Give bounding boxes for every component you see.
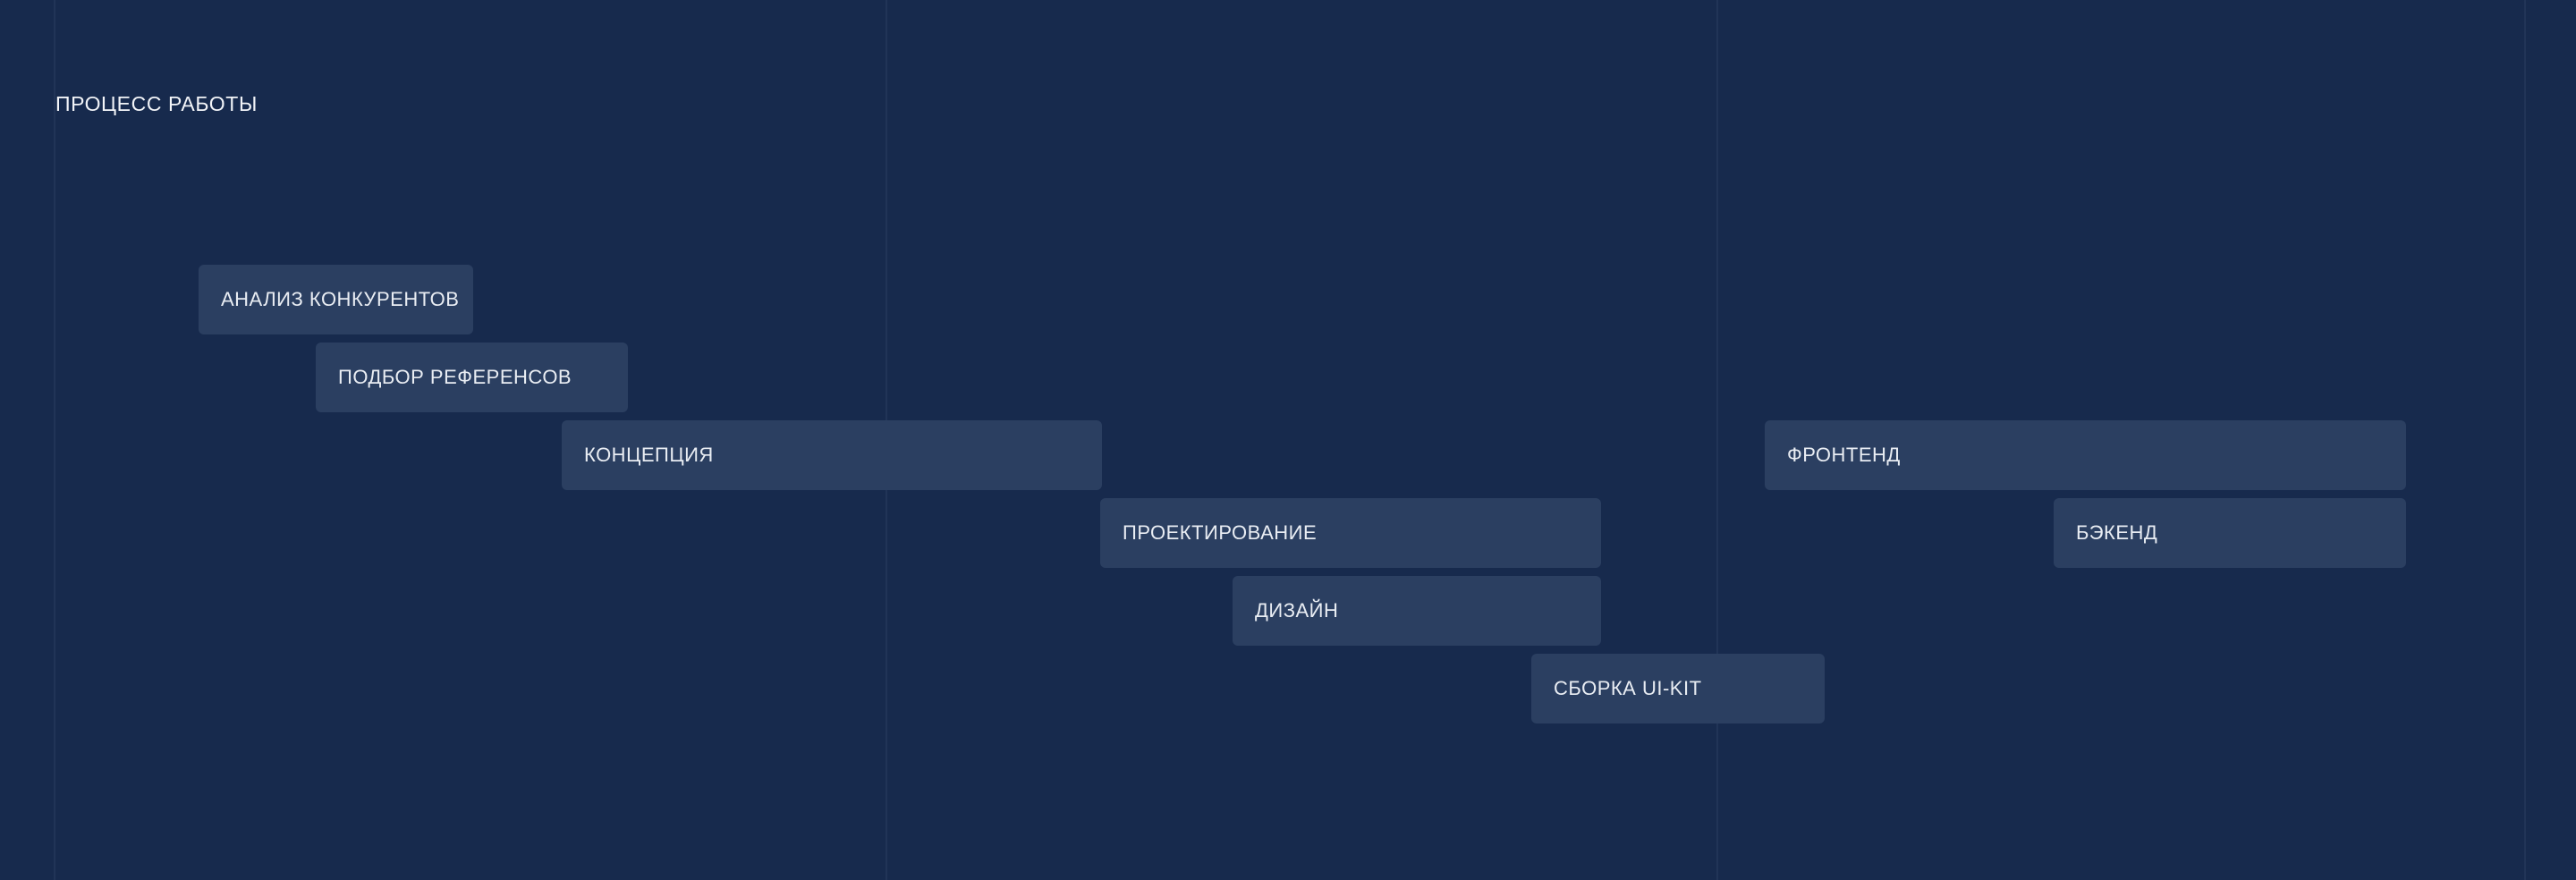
- task-bar-label: ПОДБОР РЕФЕРЕНСОВ: [338, 366, 572, 388]
- task-bar-label: ПРОЕКТИРОВАНИЕ: [1123, 521, 1318, 544]
- task-bar: АНАЛИЗ КОНКУРЕНТОВ: [199, 265, 473, 334]
- task-bar-label: БЭКЕНД: [2076, 521, 2158, 544]
- task-bar-label: ДИЗАЙН: [1255, 599, 1339, 622]
- task-bar: ПРОЕКТИРОВАНИЕ: [1100, 498, 1601, 568]
- task-bar-label: ФРОНТЕНД: [1787, 444, 1901, 466]
- task-bar-label: АНАЛИЗ КОНКУРЕНТОВ: [221, 288, 460, 310]
- task-bar-label: СБОРКА UI-KIT: [1554, 677, 1702, 699]
- task-bar: ДИЗАЙН: [1233, 576, 1601, 646]
- task-bar: СБОРКА UI-KIT: [1531, 654, 1825, 723]
- task-bar: КОНЦЕПЦИЯ: [562, 420, 1102, 490]
- task-bar: ФРОНТЕНД: [1765, 420, 2406, 490]
- grid-line-4: [2524, 0, 2526, 880]
- grid-line-1: [54, 0, 55, 880]
- section-title: ПРОЦЕСС РАБОТЫ: [55, 92, 258, 115]
- task-bar: БЭКЕНД: [2054, 498, 2406, 568]
- grid-line-3: [1716, 0, 1718, 880]
- task-bar: ПОДБОР РЕФЕРЕНСОВ: [316, 343, 628, 412]
- task-bar-label: КОНЦЕПЦИЯ: [584, 444, 714, 466]
